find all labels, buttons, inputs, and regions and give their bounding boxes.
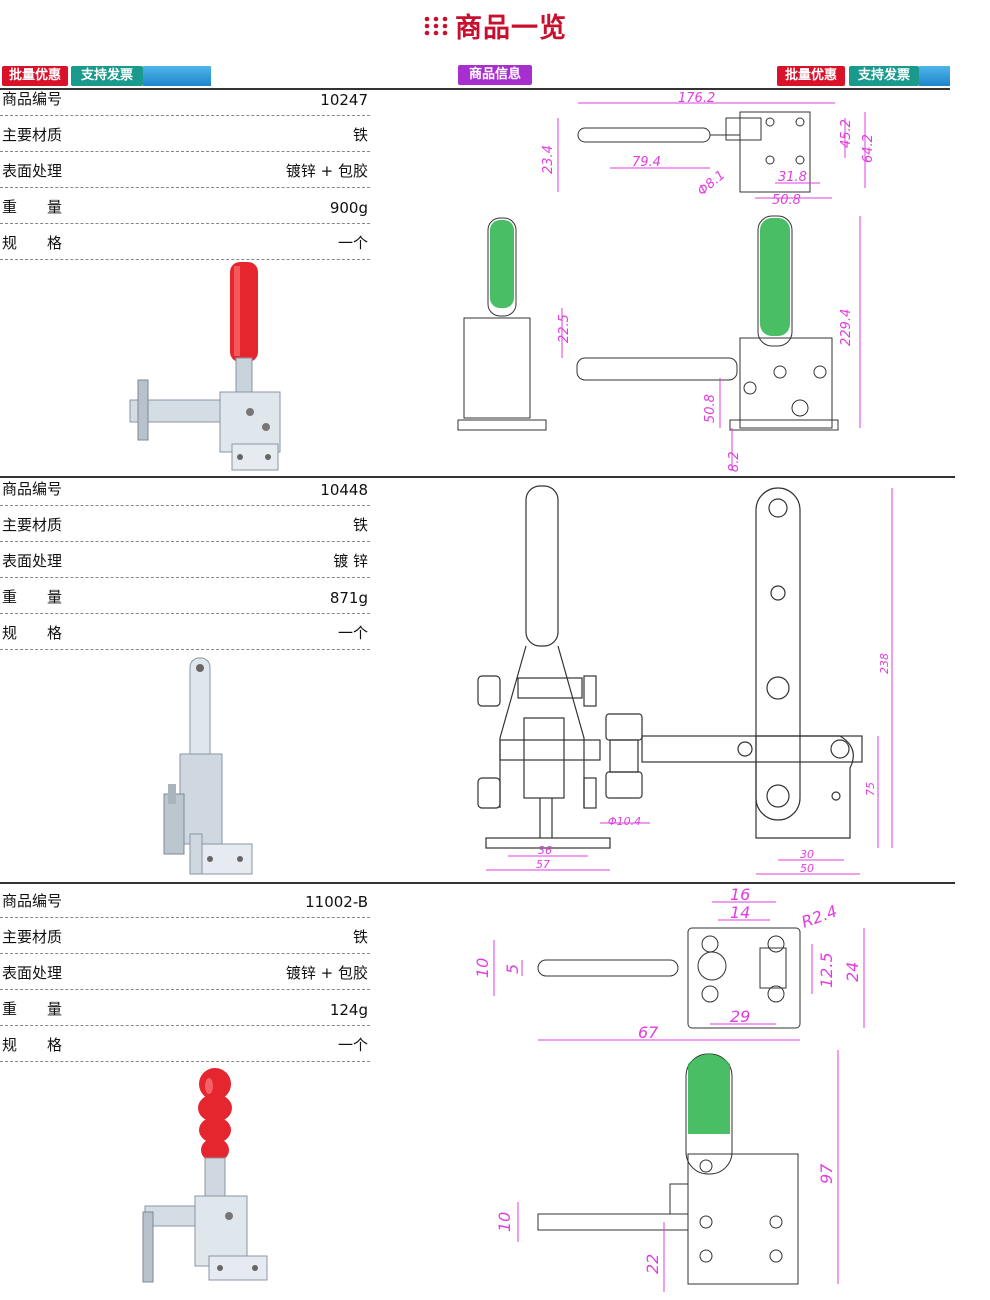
header-blue-bar-right	[919, 66, 950, 86]
spec-row-weight: 重 量 871g	[0, 578, 370, 614]
dim-label: Φ10.4	[608, 815, 641, 828]
dim-label: 10	[473, 958, 492, 978]
dim-label: 22	[643, 1254, 662, 1274]
header-blue-bar	[143, 66, 211, 86]
spec-row-code: 商品编号 10247	[0, 80, 370, 116]
dim-label: 24	[843, 962, 862, 982]
dim-label: 16	[730, 885, 750, 904]
product-info-tag: 商品信息	[458, 65, 532, 85]
dim-label: 64.2	[861, 134, 876, 163]
spec-row-surface: 表面处理 镀锌 + 包胶	[0, 152, 370, 188]
dim-label: 229.4	[839, 309, 854, 346]
dim-label: 97	[817, 1163, 836, 1184]
dim-label: 57	[536, 858, 550, 871]
dim-label: 10	[495, 1212, 514, 1232]
spec-row-surface: 表面处理 镀锌 + 包胶	[0, 954, 370, 990]
header-divider	[0, 88, 950, 90]
dim-label: 14	[730, 903, 750, 922]
dim-label: 23.4	[541, 145, 556, 174]
spec-row-surface: 表面处理 镀 锌	[0, 542, 370, 578]
dim-label: 30	[800, 848, 814, 861]
section-divider-1	[0, 476, 955, 478]
spec-row-code: 商品编号 11002-B	[0, 882, 370, 918]
section-divider-2	[0, 882, 955, 884]
dim-label: 50	[800, 862, 814, 875]
spec-row-material: 主要材质 铁	[0, 918, 370, 954]
spec-row-material: 主要材质 铁	[0, 116, 370, 152]
dim-label: 5	[503, 964, 522, 974]
spec-row-spec: 规 格 一个	[0, 224, 370, 260]
bulk-discount-tag-right: 批量优惠	[777, 66, 845, 86]
spec-row-code: 商品编号 10448	[0, 470, 370, 506]
dimension-drawing-11002-b: 16 14 R2.4 10 5 12.5 24 67 29 97 10 22	[473, 885, 865, 1292]
dim-label: 12.5	[817, 952, 836, 988]
dim-label: 50.8	[703, 394, 718, 423]
dim-label: 238	[878, 653, 891, 674]
product-photo-11002-b	[142, 1068, 268, 1283]
product-photo-10448	[163, 657, 253, 875]
dim-label: 36	[538, 844, 552, 857]
page-title-text: 商品一览	[455, 13, 567, 44]
dim-label: 50.8	[772, 193, 801, 208]
dim-label: 176.2	[678, 91, 715, 106]
dim-label: 67	[638, 1023, 659, 1042]
spec-row-spec: 规 格 一个	[0, 614, 370, 650]
dim-label: 45.2	[839, 119, 854, 148]
spec-row-weight: 重 量 124g	[0, 990, 370, 1026]
dim-label: 79.4	[632, 155, 661, 170]
dimension-drawing-10247: 176.2 79.4 23.4 Φ8.1 31.8 50.8 45.2 64.2…	[457, 91, 876, 472]
dim-label: 31.8	[778, 170, 807, 185]
invoice-support-tag-right: 支持发票	[849, 66, 919, 86]
invoice-support-tag: 支持发票	[71, 66, 143, 86]
dim-label: Φ8.1	[695, 168, 728, 199]
product-photo-10247	[129, 262, 281, 471]
dimension-drawing-10448: 36 57 Φ10.4 238 75 30 50	[477, 485, 893, 875]
bulk-discount-tag: 批量优惠	[2, 66, 68, 86]
spec-row-spec: 规 格 一个	[0, 1026, 370, 1062]
spec-row-material: 主要材质 铁	[0, 506, 370, 542]
page-title: 商品一览	[0, 6, 990, 45]
spec-row-weight: 重 量 900g	[0, 188, 370, 224]
dots-icon	[424, 16, 448, 35]
dim-label: 22.5	[557, 314, 572, 343]
dim-label: 29	[730, 1007, 750, 1026]
dim-label: 75	[864, 782, 877, 796]
dim-label: 8.2	[727, 451, 742, 472]
dim-label: R2.4	[799, 901, 840, 931]
